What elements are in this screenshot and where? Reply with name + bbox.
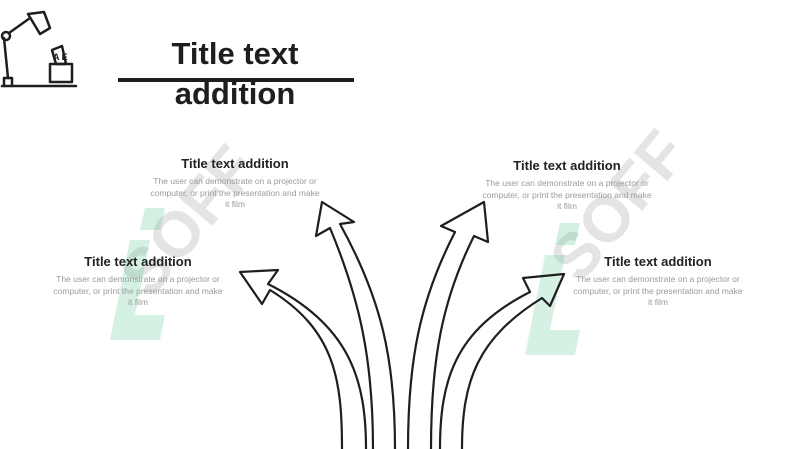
block-title: Title text addition bbox=[513, 158, 621, 173]
text-block-bottom-left: Title text addition The user can demonst… bbox=[52, 253, 224, 309]
arrow-left-inner bbox=[314, 200, 397, 449]
block-body: The user can demonstrate on a projector … bbox=[150, 176, 320, 209]
arrow-right-inner bbox=[406, 200, 490, 449]
arrow-right-outer bbox=[438, 272, 566, 449]
lamp-letters: A E bbox=[53, 52, 68, 62]
block-body: The user can demonstrate on a projector … bbox=[482, 178, 652, 211]
block-body: The user can demonstrate on a projector … bbox=[573, 274, 743, 307]
block-body: The user can demonstrate on a projector … bbox=[53, 274, 223, 307]
text-block-top-left: Title text addition The user can demonst… bbox=[150, 155, 320, 211]
text-block-top-right: Title text addition The user can demonst… bbox=[482, 157, 652, 213]
arrow-left-outer bbox=[238, 268, 368, 449]
desk-lamp-icon: A E bbox=[0, 10, 78, 88]
title-underline bbox=[118, 78, 354, 82]
block-title: Title text addition bbox=[604, 254, 712, 269]
block-title: Title text addition bbox=[84, 254, 192, 269]
text-block-bottom-right: Title text addition The user can demonst… bbox=[572, 253, 744, 309]
block-title: Title text addition bbox=[181, 156, 289, 171]
